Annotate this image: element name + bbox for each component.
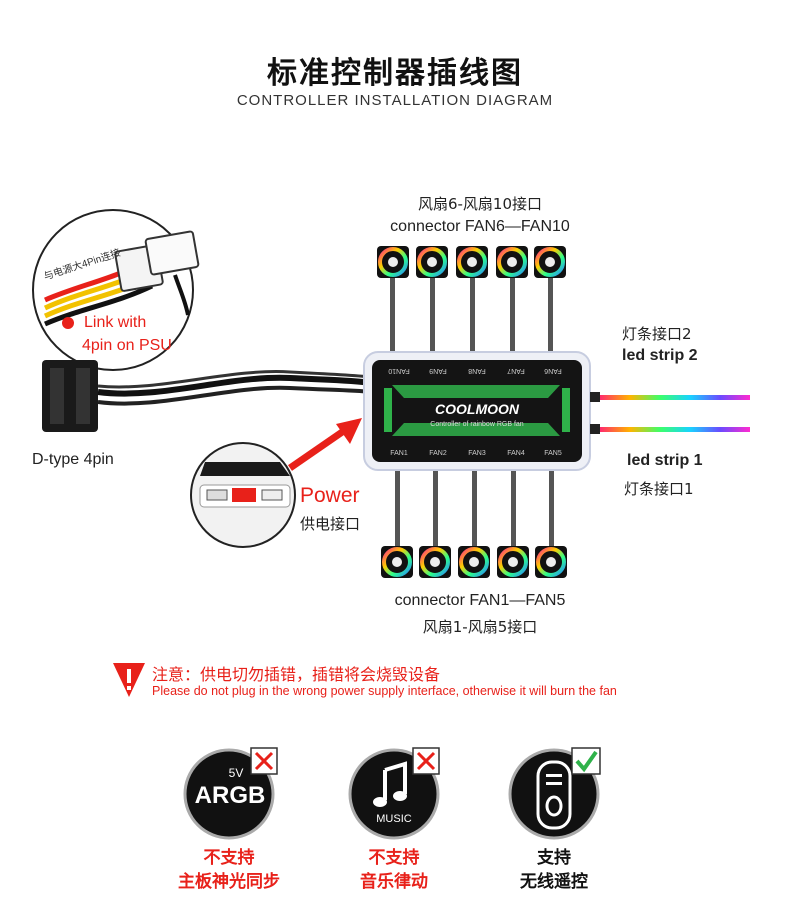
fan-icon bbox=[458, 546, 490, 578]
led-strip-1-label-en: led strip 1 bbox=[627, 452, 703, 469]
bottom-fans bbox=[381, 546, 567, 578]
svg-text:ARGB: ARGB bbox=[195, 782, 266, 809]
power-zoom-circle bbox=[190, 442, 296, 548]
port-label-bottom: FAN3 bbox=[468, 450, 486, 457]
feature-remote-label: 支持 无线遥控 bbox=[520, 848, 588, 892]
fan-icon bbox=[381, 546, 413, 578]
psu-link-line2: 4pin on PSU bbox=[82, 337, 172, 354]
port-label-bottom: FAN2 bbox=[429, 450, 447, 457]
feature-music-icon: MUSIC bbox=[348, 747, 440, 840]
fan-icon bbox=[496, 246, 528, 278]
port-label-top: FAN9 bbox=[429, 367, 447, 374]
feature-argb-icon: 5V ARGB bbox=[183, 747, 278, 840]
fan-icon bbox=[534, 246, 566, 278]
page-subtitle: CONTROLLER INSTALLATION DIAGRAM bbox=[236, 92, 554, 109]
fan-icon bbox=[377, 246, 409, 278]
bottom-connector-label-cn: 风扇1-风扇5接口 bbox=[422, 618, 538, 636]
molex-connector bbox=[42, 360, 373, 432]
bottom-fan-cables bbox=[395, 465, 554, 550]
fan-icon bbox=[419, 546, 451, 578]
warning-icon bbox=[113, 663, 145, 697]
feature-remote-icon bbox=[508, 747, 601, 840]
psu-zoom-circle: 与电源大4Pin连接 bbox=[32, 209, 200, 371]
led-strips bbox=[590, 392, 750, 434]
fan-icon bbox=[535, 546, 567, 578]
power-label-en: Power bbox=[300, 484, 360, 507]
red-dot-marker bbox=[62, 317, 74, 329]
psu-link-line1: Link with bbox=[84, 314, 147, 331]
fan-icon bbox=[497, 546, 529, 578]
led-strip-2-label-cn: 灯条接口2 bbox=[622, 325, 692, 343]
port-label-bottom: FAN4 bbox=[507, 450, 525, 457]
controller-subtitle: Controller of rainbow RGB fan bbox=[430, 421, 523, 428]
svg-text:MUSIC: MUSIC bbox=[376, 813, 412, 825]
power-arrow bbox=[288, 418, 362, 471]
fan-icon bbox=[456, 246, 488, 278]
port-label-top: FAN10 bbox=[388, 367, 410, 374]
feature-music-label: 不支持 音乐律动 bbox=[360, 848, 428, 892]
controller-hub: COOLMOON Controller of rainbow RGB fan F… bbox=[363, 351, 591, 471]
warning-text-en: Please do not plug in the wrong power su… bbox=[152, 684, 617, 698]
port-label-bottom: FAN5 bbox=[544, 450, 562, 457]
led-strip-2-label-en: led strip 2 bbox=[622, 347, 698, 364]
top-fans bbox=[377, 246, 566, 278]
svg-text:5V: 5V bbox=[229, 766, 244, 780]
port-label-top: FAN7 bbox=[507, 367, 525, 374]
bottom-connector-label-en: connector FAN1—FAN5 bbox=[394, 592, 566, 609]
top-connector-label-cn: 风扇6-风扇10接口 bbox=[417, 195, 543, 213]
dtype-label: D-type 4pin bbox=[32, 451, 114, 468]
top-connector-label-en: connector FAN6—FAN10 bbox=[390, 218, 570, 235]
top-fan-cables bbox=[390, 275, 553, 360]
warning-text-cn: 注意：供电切勿插错，插错将会烧毁设备 bbox=[152, 665, 441, 684]
fan-icon bbox=[416, 246, 448, 278]
port-label-top: FAN6 bbox=[544, 367, 562, 374]
power-label-cn: 供电接口 bbox=[300, 515, 361, 533]
port-label-bottom: FAN1 bbox=[390, 450, 408, 457]
led-strip-1-label-cn: 灯条接口1 bbox=[624, 480, 694, 498]
feature-argb-label: 不支持 主板神光同步 bbox=[178, 848, 280, 892]
page-title: 标准控制器插线图 bbox=[267, 56, 523, 91]
controller-brand: COOLMOON bbox=[435, 401, 520, 417]
port-label-top: FAN8 bbox=[468, 367, 486, 374]
